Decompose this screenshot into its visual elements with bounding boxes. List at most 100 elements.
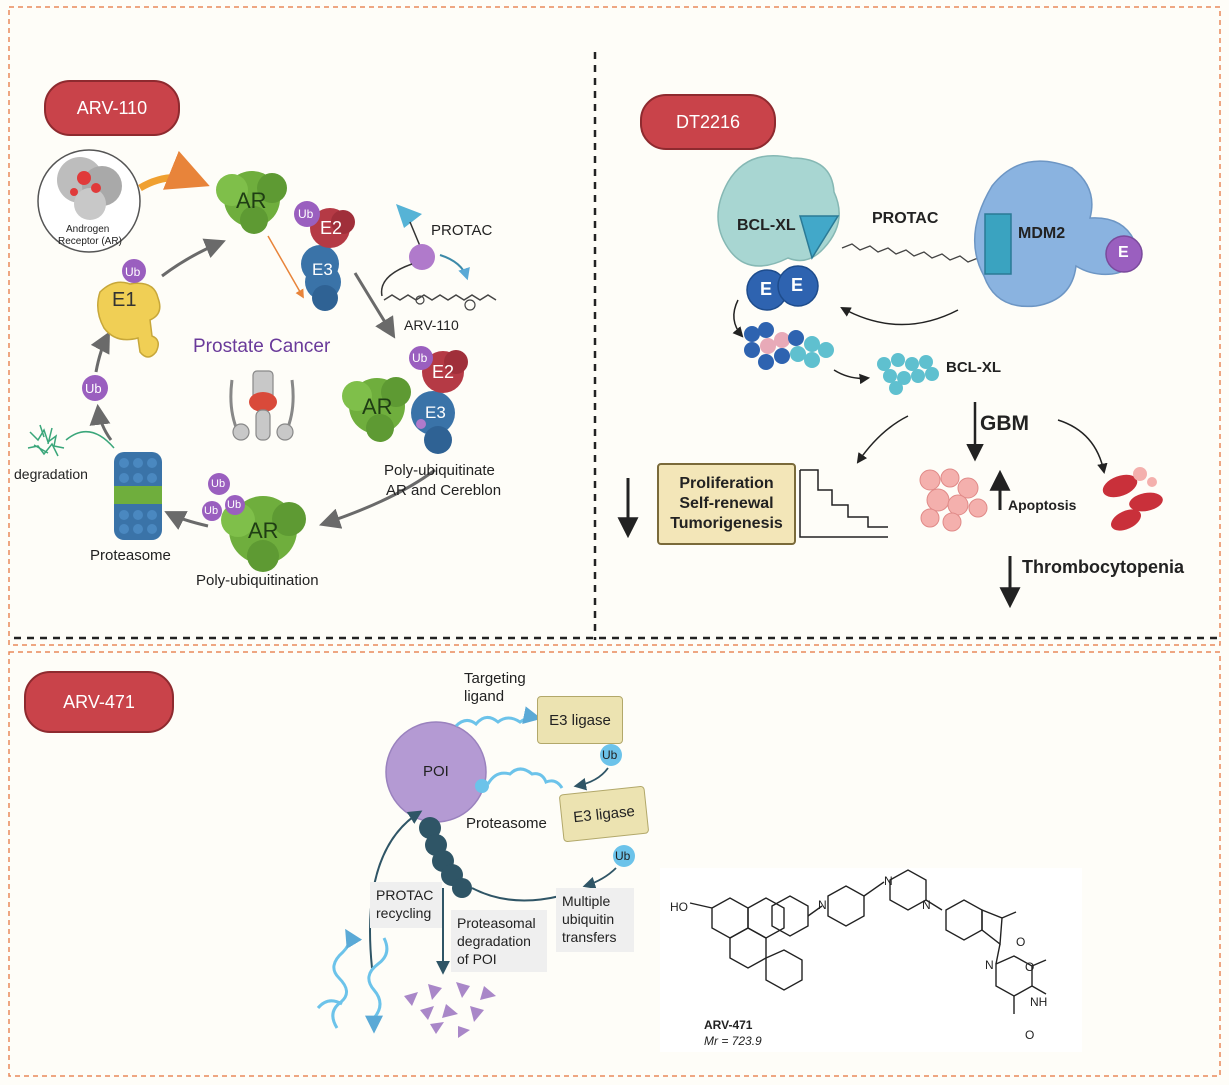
bclxl-protein <box>717 154 840 267</box>
ub-top-label-471: Ub <box>602 748 618 762</box>
mdm2-ubiquitin-e <box>1105 235 1143 273</box>
protac-label: PROTAC <box>431 222 493 239</box>
poi-label: POI <box>423 763 449 780</box>
ubiquitin-e-2 <box>777 265 819 307</box>
platelet-cells <box>1102 467 1163 531</box>
mdm2-ligand-block <box>984 213 1012 275</box>
ar-mid-label: AR <box>362 394 393 419</box>
top-panel-border <box>8 6 1221 646</box>
prostate-icon <box>229 370 295 441</box>
atom-o-3: O <box>1025 1028 1035 1042</box>
dt-protac-label: PROTAC <box>872 210 939 227</box>
ar-top-label: AR <box>236 188 267 213</box>
arv110-structure-label: ARV-110 <box>404 317 459 333</box>
recycling-line-1: PROTAC <box>376 887 434 903</box>
protac-recycling-box: PROTAC recycling <box>370 882 442 928</box>
atom-n-4: N <box>985 958 994 972</box>
deg-line-3: of POI <box>457 951 497 967</box>
multi-line-3: transfers <box>562 929 617 945</box>
arv110-badge: ARV-110 <box>44 80 180 136</box>
bclxl-fragment-label: BCL-XL <box>946 359 1001 376</box>
atom-o-1: O <box>1016 935 1026 949</box>
proteasome-471-label: Proteasome <box>466 815 547 832</box>
ar-bottom-label: AR <box>248 518 279 543</box>
proteasome-icon <box>114 452 162 540</box>
multi-line-2: ubiquitin <box>562 911 615 927</box>
ar-e3-complex <box>342 346 468 454</box>
ar-top-blob <box>216 171 287 234</box>
proteasomal-degradation-box: Proteasomal degradation of POI <box>451 910 547 972</box>
ub-e1-label: Ub <box>125 265 141 279</box>
box-line-2: Self-renewal <box>679 495 774 512</box>
box-line-1: Proliferation <box>679 475 774 492</box>
apoptosis-label: Apoptosis <box>1008 497 1077 513</box>
degradation-label: degradation <box>14 466 88 482</box>
multi-line-1: Multiple <box>562 893 611 909</box>
gbm-label: GBM <box>980 412 1029 435</box>
degraded-bclxl-cluster <box>744 322 834 370</box>
receptor-label-1: Androgen <box>66 224 110 235</box>
tumor-cells <box>919 468 988 532</box>
targeting-label-1: Targeting <box>464 670 526 687</box>
prostate-cancer-title: Prostate Cancer <box>193 336 331 357</box>
e3-top-label: E3 <box>312 260 333 279</box>
proteasome-label: Proteasome <box>90 547 171 564</box>
dt2216-linker <box>841 243 979 263</box>
multiple-ub-box: Multiple ubiquitin transfers <box>556 888 634 952</box>
poly-ubiquitination-label: Poly-ubiquitination <box>196 572 319 589</box>
recycled-protac <box>316 928 389 1034</box>
ub-bottom-label-471: Ub <box>615 849 631 863</box>
mr-label: Mr = 723.9 <box>704 1034 762 1048</box>
poly-ub-ar-label-2: AR and Cereblon <box>386 482 502 499</box>
survival-curve <box>800 469 888 528</box>
degradation-fragments <box>27 424 115 457</box>
e-label-2: E <box>791 275 804 295</box>
arv471-structure <box>689 869 1047 1014</box>
e3-ligase-box-top: E3 ligase <box>537 696 623 744</box>
dt2216-badge: DT2216 <box>640 94 776 150</box>
polyub-ar-blob <box>202 473 306 572</box>
atom-o-2: O <box>1025 960 1035 974</box>
mdm2-label: MDM2 <box>1018 225 1066 242</box>
atom-nh: NH <box>1030 995 1048 1009</box>
deg-line-1: Proteasomal <box>457 915 536 931</box>
atom-n-3: N <box>922 898 931 912</box>
polyub-chain <box>419 817 472 898</box>
protac-e3-ligand <box>409 244 435 270</box>
atom-ho: HO <box>670 900 688 914</box>
proliferation-box: Proliferation Self-renewal Tumorigenesis <box>657 463 796 545</box>
bclxl-label: BCL-XL <box>737 217 796 234</box>
poly-ub-ar-label-1: Poly-ubiquitinate <box>384 462 495 479</box>
e2-mid-label: E2 <box>432 362 455 382</box>
targeting-label-2: ligand <box>464 688 505 705</box>
ub-circle-left <box>82 375 108 401</box>
ub-left-label: Ub <box>85 381 102 396</box>
ub-mid-label: Ub <box>412 351 428 365</box>
e-label-1: E <box>760 279 773 299</box>
recycling-line-2: recycling <box>376 905 432 921</box>
protac-ligand-triangle <box>396 204 422 228</box>
e1-enzyme <box>97 259 161 358</box>
bottom-panel-border <box>8 651 1221 1077</box>
e-label-3: E <box>1118 244 1129 261</box>
arv471-badge: ARV-471 <box>24 671 174 733</box>
atom-n-1: N <box>818 898 827 912</box>
e1-label: E1 <box>112 289 137 311</box>
e2-top-label: E2 <box>320 218 343 238</box>
degraded-poi-fragments <box>404 982 496 1038</box>
bclxl-fragments <box>877 353 939 395</box>
ub-top <box>600 744 622 766</box>
thrombocytopenia-label: Thrombocytopenia <box>1022 557 1185 577</box>
e2-e3-top-complex <box>294 201 355 311</box>
ub-bottom-1: Ub <box>211 478 226 490</box>
e3-mid-label: E3 <box>425 403 446 422</box>
ub-bottom <box>613 845 635 867</box>
mdm2-protein <box>973 160 1137 308</box>
e3-ligase-box-bottom: E3 ligase <box>558 785 650 843</box>
ub-top-label: Ub <box>298 207 314 221</box>
arv110-structure <box>383 294 497 301</box>
atom-n-2: N <box>884 874 893 888</box>
deg-line-2: degradation <box>457 933 531 949</box>
